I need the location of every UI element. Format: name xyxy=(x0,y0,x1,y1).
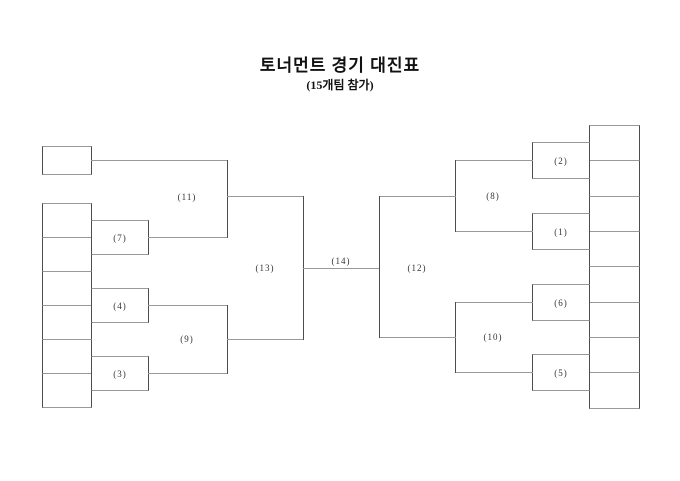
team-slot-right-8 xyxy=(589,372,640,409)
match-label-12: (12) xyxy=(407,263,427,273)
bracket-line xyxy=(227,160,228,238)
page-subtitle: (15개팀 참가) xyxy=(306,78,374,92)
match-label-14: (14) xyxy=(331,256,351,266)
team-slot-right-3 xyxy=(589,196,640,232)
match-box-6: (6) xyxy=(532,284,590,321)
bracket-line xyxy=(379,196,456,197)
match-label-9: (9) xyxy=(180,334,194,344)
team-slot-right-1 xyxy=(589,125,640,161)
match-box-1: (1) xyxy=(532,213,590,250)
team-slot-right-4 xyxy=(589,231,640,267)
team-slot-left-4 xyxy=(42,271,92,306)
match-box-7: (7) xyxy=(91,220,149,255)
match-label-7: (7) xyxy=(113,232,127,243)
bracket-line xyxy=(379,337,456,338)
bracket-line xyxy=(227,196,304,197)
bracket-line xyxy=(455,231,533,232)
bracket-line xyxy=(91,160,228,161)
match-label-6: (6) xyxy=(554,297,568,308)
team-slot-right-6 xyxy=(589,302,640,338)
match-box-5: (5) xyxy=(532,354,590,391)
bracket-line xyxy=(379,196,380,338)
match-box-4: (4) xyxy=(91,288,149,323)
team-slot-left-6 xyxy=(42,339,92,374)
team-slot-right-2 xyxy=(589,160,640,197)
bracket-line xyxy=(455,372,533,373)
bracket-line xyxy=(148,237,228,238)
bracket-line xyxy=(148,373,228,374)
bracket-line xyxy=(227,339,304,340)
team-slot-left-3 xyxy=(42,237,92,272)
bracket-line-final xyxy=(303,268,380,269)
bracket-line xyxy=(455,302,533,303)
bracket-line xyxy=(455,160,533,161)
match-label-11: (11) xyxy=(177,192,197,202)
match-label-5: (5) xyxy=(554,367,568,378)
bracket-line xyxy=(148,305,228,306)
team-slot-left-5 xyxy=(42,305,92,340)
team-slot-right-5 xyxy=(589,266,640,303)
team-slot-left-7 xyxy=(42,373,92,408)
match-label-10: (10) xyxy=(483,332,503,342)
match-label-8: (8) xyxy=(486,191,500,201)
match-label-13: (13) xyxy=(255,263,275,273)
team-slot-right-7 xyxy=(589,337,640,373)
match-label-1: (1) xyxy=(554,226,568,237)
match-label-3: (3) xyxy=(113,368,127,379)
match-label-4: (4) xyxy=(113,300,127,311)
match-label-2: (2) xyxy=(554,155,568,166)
match-box-3: (3) xyxy=(91,356,149,391)
team-slot-left-2 xyxy=(42,203,92,238)
page-title: 토너먼트 경기 대진표 xyxy=(259,56,421,75)
match-box-2: (2) xyxy=(532,142,590,179)
team-slot-left-1 xyxy=(42,146,92,175)
